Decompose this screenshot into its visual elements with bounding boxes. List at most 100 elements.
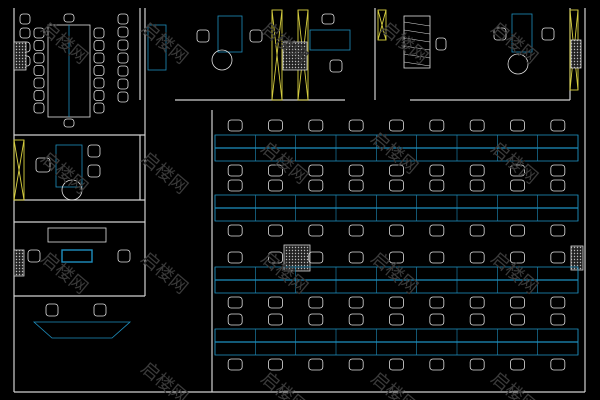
chair xyxy=(27,249,41,263)
chair xyxy=(493,27,507,41)
chair xyxy=(308,358,324,371)
chair xyxy=(227,224,243,237)
chair xyxy=(308,224,324,237)
window-brace xyxy=(13,139,25,201)
workstation-area xyxy=(214,119,579,371)
chair xyxy=(469,358,485,371)
chair xyxy=(510,251,525,264)
chair xyxy=(33,52,45,64)
watermark-text: 启楼网 xyxy=(137,358,192,400)
watermark-text: 启楼网 xyxy=(257,368,312,400)
chair xyxy=(389,179,404,192)
chair xyxy=(510,179,525,192)
chair xyxy=(268,313,283,326)
chair xyxy=(268,164,283,177)
chair xyxy=(19,27,31,39)
chair xyxy=(93,65,105,76)
chair xyxy=(93,52,105,64)
chair xyxy=(329,59,343,73)
chair xyxy=(227,296,243,309)
chair xyxy=(227,179,243,192)
chair xyxy=(469,179,485,192)
chair xyxy=(541,27,555,41)
chair xyxy=(389,224,404,237)
watermark-text: 启楼网 xyxy=(487,368,542,400)
chair xyxy=(389,358,404,371)
shelf-line xyxy=(403,53,431,59)
chair xyxy=(550,179,566,192)
side-cabinet xyxy=(147,24,167,71)
chair xyxy=(93,27,105,39)
chair xyxy=(33,77,45,89)
chair xyxy=(227,358,243,371)
chair xyxy=(469,224,485,237)
shelf-line xyxy=(403,37,431,43)
chair xyxy=(429,251,445,264)
chair xyxy=(117,91,129,103)
chair xyxy=(321,13,335,25)
watermark-text: 启楼网 xyxy=(487,18,542,69)
chair xyxy=(268,179,283,192)
chair xyxy=(550,251,566,264)
chair xyxy=(93,102,105,114)
watermark-text: 启楼网 xyxy=(257,138,312,189)
chair xyxy=(348,358,364,371)
watermark-text: 启楼网 xyxy=(487,248,542,299)
coffee-table xyxy=(61,249,93,263)
watermarks: 启楼网启楼网启楼网启楼网启楼网启楼网启楼网启楼网启楼网启楼网启楼网启楼网启楼网启… xyxy=(37,18,542,400)
chair xyxy=(469,164,485,177)
chair xyxy=(196,29,210,43)
chair xyxy=(35,157,51,173)
office-desk xyxy=(309,29,351,51)
chair xyxy=(435,37,447,51)
sofa xyxy=(47,227,107,243)
chair xyxy=(348,179,364,192)
chair xyxy=(268,296,283,309)
chair xyxy=(389,251,404,264)
pillar xyxy=(13,41,27,71)
chair xyxy=(87,144,101,158)
chair xyxy=(33,102,45,114)
watermark-text: 启楼网 xyxy=(367,248,422,299)
chair xyxy=(268,224,283,237)
chair xyxy=(469,296,485,309)
watermark-text: 启楼网 xyxy=(37,148,92,199)
chair xyxy=(389,119,404,132)
chair xyxy=(63,118,75,128)
chair xyxy=(268,251,283,264)
chair xyxy=(33,40,45,51)
shelf-line xyxy=(403,21,431,27)
chair xyxy=(308,179,324,192)
plant xyxy=(507,53,529,75)
chair xyxy=(348,313,364,326)
pillar xyxy=(570,39,582,69)
chair xyxy=(389,164,404,177)
chair xyxy=(87,164,101,178)
chair xyxy=(429,179,445,192)
chair xyxy=(348,296,364,309)
chair xyxy=(429,224,445,237)
chair xyxy=(469,119,485,132)
chair xyxy=(45,303,59,317)
chair xyxy=(117,52,129,64)
shelf-line xyxy=(403,29,431,35)
chair xyxy=(429,119,445,132)
chair xyxy=(550,224,566,237)
chair xyxy=(510,296,525,309)
chair xyxy=(389,296,404,309)
chair xyxy=(268,358,283,371)
chair xyxy=(249,29,263,43)
watermark-text: 启楼网 xyxy=(487,138,542,189)
chair xyxy=(389,313,404,326)
chair xyxy=(268,119,283,132)
pillar xyxy=(13,249,25,277)
manager-desk xyxy=(55,144,83,188)
chair xyxy=(469,313,485,326)
chair xyxy=(510,119,525,132)
chair xyxy=(308,251,324,264)
chair xyxy=(510,224,525,237)
chair xyxy=(308,119,324,132)
chair xyxy=(429,296,445,309)
chair xyxy=(93,77,105,89)
reception-desk xyxy=(32,321,132,339)
